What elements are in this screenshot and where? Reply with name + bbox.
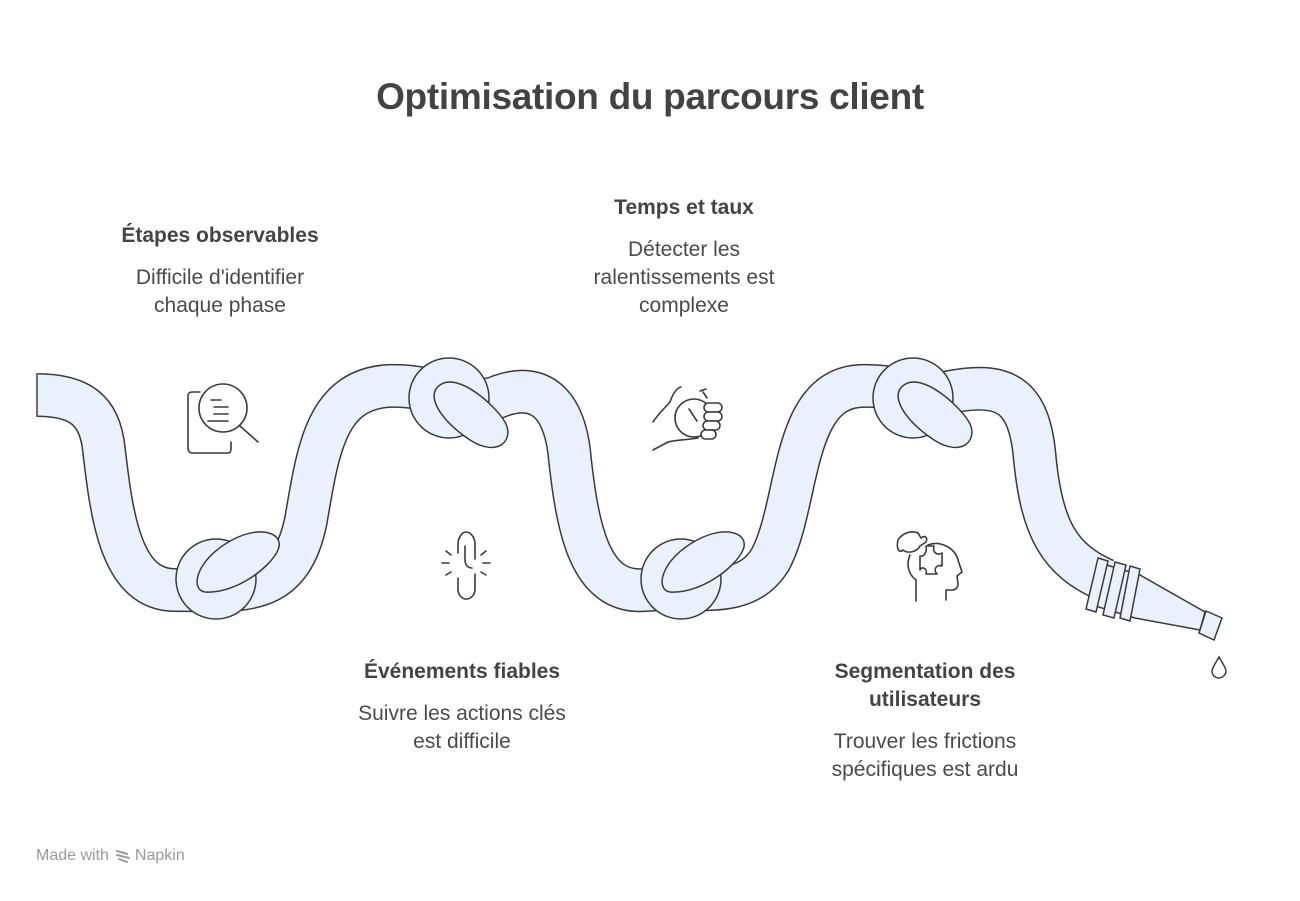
step-heading-2: Événements fiables	[363, 660, 561, 683]
knot-1	[175, 531, 280, 620]
step-text-2: Suivre les actions clés est difficile	[358, 702, 566, 753]
water-drop	[1211, 655, 1227, 679]
knot-2	[408, 357, 509, 449]
step-label-1: Étapes observables Difficile d'identifie…	[80, 222, 360, 320]
step-heading-4: Segmentation des utilisateurs	[834, 660, 1016, 711]
hose-nozzle	[1085, 557, 1223, 642]
step-text-4: Trouver les frictions spécifiques est ar…	[831, 730, 1019, 781]
step-label-3: Temps et taux Détecter les ralentissemen…	[544, 194, 824, 320]
knot-3	[640, 531, 745, 620]
step-heading-3: Temps et taux	[614, 196, 754, 219]
knot-4	[872, 357, 973, 449]
step-text-1: Difficile d'identifier chaque phase	[135, 266, 305, 317]
broken-chain-link-icon	[441, 531, 491, 600]
hand-stopwatch-icon	[652, 386, 723, 451]
step-text-3: Détecter les ralentissements est complex…	[593, 238, 775, 317]
page-title: Optimisation du parcours client	[376, 76, 924, 117]
step-label-4: Segmentation des utilisateurs Trouver le…	[790, 658, 1060, 784]
document-magnifier-icon	[187, 383, 259, 454]
head-puzzle-icon	[896, 531, 963, 602]
step-label-2: Événements fiables Suivre les actions cl…	[322, 658, 602, 756]
footer-brand-name: Napkin	[134, 847, 185, 864]
footer-credit: Made with Napkin	[36, 847, 185, 865]
footer-prefix: Made with	[36, 847, 109, 864]
step-heading-1: Étapes observables	[121, 224, 319, 247]
napkin-logo-icon	[115, 850, 130, 863]
footer-brand[interactable]: Napkin	[115, 847, 185, 865]
